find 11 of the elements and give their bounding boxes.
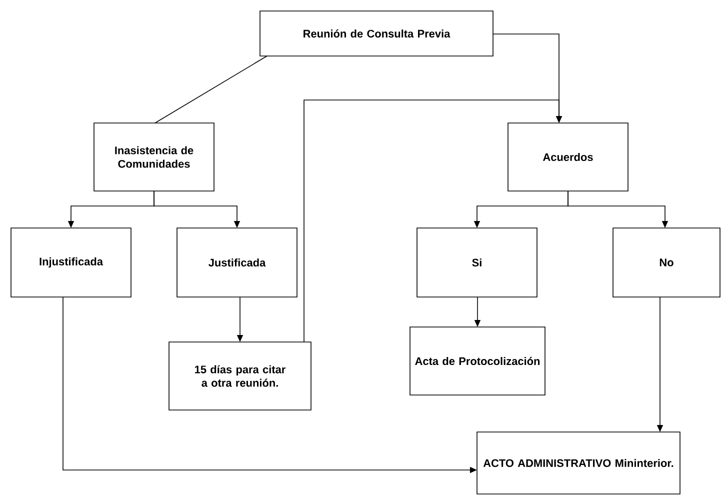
process-box: ACTO ADMINISTRATIVO Mininterior. (476, 432, 680, 494)
process-box: Si (416, 228, 538, 298)
process-box: Acta de Protocolización (410, 326, 546, 396)
process-box: 15 días para citar a otra reunión. (168, 342, 312, 410)
arrow (304, 100, 562, 342)
process-box: Acuerdos (508, 122, 628, 192)
process-box: Justificada (176, 228, 298, 298)
process-box: Inasistencia de Comunidades (94, 122, 214, 192)
process-box: No (612, 228, 720, 298)
process-box: Reunión de Consulta Previa (260, 10, 494, 56)
process-box: Injustificada (10, 228, 132, 298)
